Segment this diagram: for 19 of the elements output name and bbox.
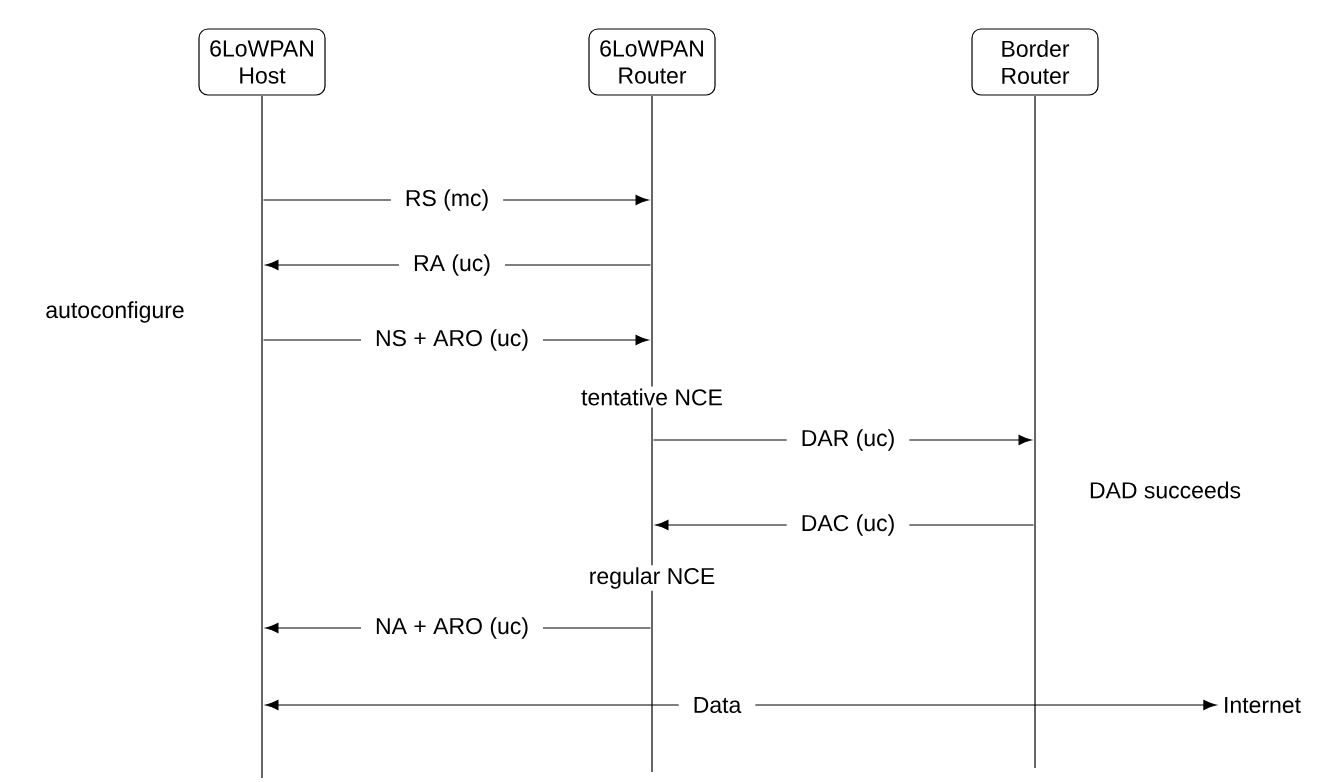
edge-label: RS (mc) [390, 187, 504, 213]
edge-label: DAR (uc) [786, 427, 910, 453]
edge-label: Data [678, 695, 756, 716]
participant-box: 6LoWPAN Host [198, 28, 326, 96]
note-text: DAD succeeds [1086, 479, 1244, 501]
participant-box: 6LoWPAN Router [588, 28, 716, 96]
endpoint-label: Internet [1225, 697, 1301, 714]
participant-box: Border Router [971, 28, 1099, 96]
edge-label: DAC (uc) [786, 512, 910, 538]
message-arrow [265, 699, 1217, 711]
note-text: tentative NCE [579, 386, 725, 408]
note-text: autoconfigure [43, 299, 187, 325]
note-text: regular NCE [586, 565, 718, 591]
lifeline [651, 96, 653, 772]
lifeline [1034, 96, 1036, 768]
lifeline [261, 96, 263, 778]
edge-label: RA (uc) [399, 252, 505, 278]
edge-label: NS + ARO (uc) [361, 327, 543, 353]
edge-label: NA + ARO (uc) [361, 615, 543, 641]
